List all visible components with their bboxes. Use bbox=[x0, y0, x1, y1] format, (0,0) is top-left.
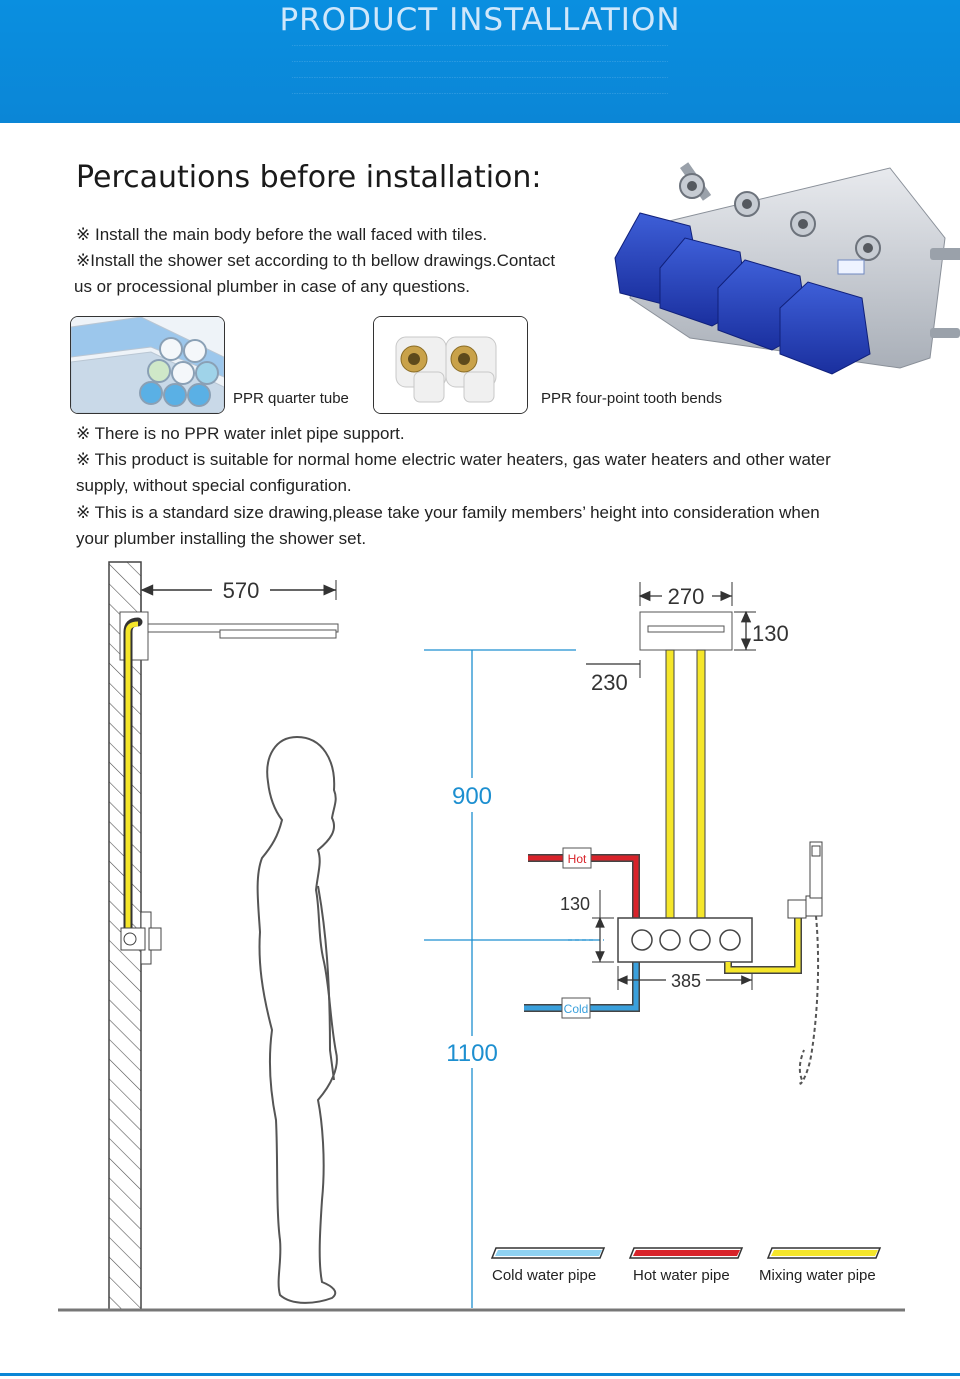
dim-arm-label: 570 bbox=[223, 578, 260, 603]
precaution-line-6: supply, without special configuration. bbox=[76, 476, 352, 495]
shower-arm bbox=[119, 611, 339, 661]
precaution-line-5: ※ This product is suitable for normal ho… bbox=[76, 450, 831, 469]
dim-offset-label: 230 bbox=[591, 670, 628, 695]
installation-diagram: 570 900 1100 270 130 230 bbox=[58, 561, 905, 1312]
ppr-bends-photo bbox=[373, 316, 528, 414]
cold-pipe-tag: Cold bbox=[564, 1002, 589, 1016]
shower-head-front bbox=[639, 611, 733, 651]
dim-height-upper-label: 900 bbox=[452, 783, 492, 810]
hand-shower-pipe bbox=[724, 918, 802, 974]
mixing-risers bbox=[665, 649, 706, 919]
hot-inlet-pipe: Hot bbox=[528, 847, 640, 918]
hot-pipe-tag: Hot bbox=[568, 852, 587, 866]
banner-fine-print: ········································… bbox=[291, 75, 669, 81]
dim-head-height-label: 130 bbox=[752, 621, 789, 646]
legend-hot-label: Hot water pipe bbox=[633, 1267, 730, 1284]
hand-shower-holder bbox=[787, 841, 823, 919]
side-mixing-pipe bbox=[125, 621, 139, 645]
cold-inlet-pipe: Cold bbox=[524, 962, 640, 1019]
precaution-line-4: ※ There is no PPR water inlet pipe suppo… bbox=[76, 424, 405, 443]
bottom-rule bbox=[0, 1373, 960, 1376]
legend-mixing-label: Mixing water pipe bbox=[759, 1267, 876, 1284]
page-title: PRODUCT INSTALLATION bbox=[279, 2, 681, 38]
human-figure-silhouette bbox=[256, 735, 338, 1304]
bends-caption: PPR four-point tooth bends bbox=[541, 390, 722, 407]
dim-head-width-label: 270 bbox=[668, 584, 705, 609]
tube-caption: PPR quarter tube bbox=[233, 390, 349, 407]
precaution-line-7: ※ This is a standard size drawing,please… bbox=[76, 503, 820, 522]
dim-head-label-bg bbox=[662, 583, 712, 609]
side-valve bbox=[120, 911, 162, 965]
legend-mixing-swatch bbox=[766, 1247, 882, 1259]
valve-product-photo bbox=[614, 162, 960, 375]
dim-height-lower-label: 1100 bbox=[446, 1040, 498, 1067]
dim-valve-width-label: 385 bbox=[671, 971, 701, 991]
dim-arm-label-bg bbox=[212, 576, 270, 604]
banner-fine-print: ········································… bbox=[291, 59, 669, 65]
header-banner: PRODUCT INSTALLATION ···················… bbox=[0, 0, 960, 123]
banner-fine-print: ········································… bbox=[291, 43, 669, 49]
precaution-line-1: ※ Install the main body before the wall … bbox=[76, 225, 488, 244]
mixing-valve-box bbox=[617, 917, 753, 963]
precautions-heading: Percautions before installation: bbox=[76, 160, 542, 195]
precaution-line-3: us or processional plumber in case of an… bbox=[74, 277, 470, 296]
precaution-line-2: ※Install the shower set according to th … bbox=[76, 251, 556, 270]
hand-shower-hose bbox=[798, 915, 820, 1085]
banner-fine-print: ········································… bbox=[291, 91, 669, 97]
dim-valve-height-label: 130 bbox=[560, 894, 590, 914]
legend-cold-label: Cold water pipe bbox=[492, 1267, 597, 1284]
ppr-tube-photo bbox=[70, 316, 225, 414]
legend-cold-swatch bbox=[490, 1247, 606, 1259]
precaution-line-8: your plumber installing the shower set. bbox=[76, 529, 367, 548]
legend-hot-swatch bbox=[628, 1247, 744, 1259]
